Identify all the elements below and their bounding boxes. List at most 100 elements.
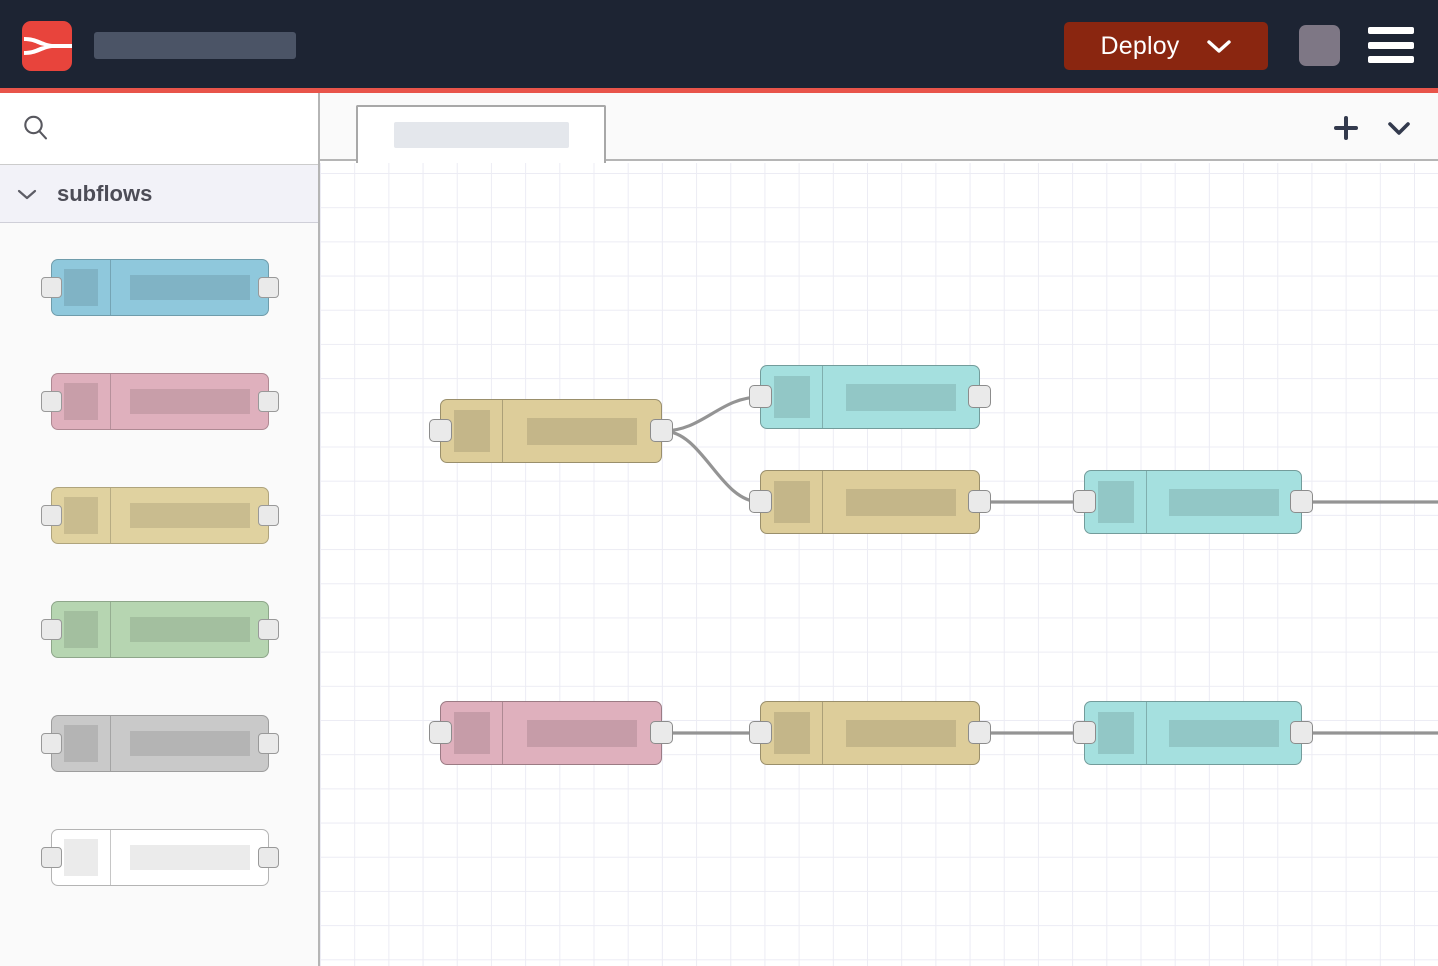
flow-node-output-port[interactable] [1290,490,1313,513]
flow-node-label-cell [823,366,979,428]
flow-node-output-port[interactable] [1290,721,1313,744]
flow-node-icon-placeholder [1097,481,1134,523]
flow-node-pink-1[interactable] [429,701,673,765]
flow-node-input-port[interactable] [749,721,772,744]
flow-node-label-placeholder [527,417,637,445]
palette-node-icon-cell [52,830,111,885]
flow-node-input-port[interactable] [1073,721,1096,744]
wire-n1-n2[interactable] [661,395,762,433]
flow-tab-bar [320,93,1438,163]
palette-node-label-cell [111,716,268,771]
palette-node-label-cell [111,374,268,429]
palette-node-input-port[interactable] [41,618,62,640]
flow-node-cyan-2[interactable] [1073,470,1313,534]
flow-node-input-port[interactable] [429,419,452,442]
palette-node-input-port[interactable] [41,732,62,754]
flow-node-cyan-1[interactable] [749,365,991,429]
palette-node-output-port[interactable] [258,618,279,640]
palette-node-label-cell [111,602,268,657]
palette-node-output-port[interactable] [258,504,279,526]
deploy-button-label: Deploy [1100,31,1180,60]
flow-node-output-port[interactable] [968,490,991,513]
palette-node-label-placeholder [129,731,250,756]
palette-node-output-port[interactable] [258,846,279,868]
palette-node-label-placeholder [129,617,250,642]
palette-node-input-port[interactable] [41,504,62,526]
flow-node-label-placeholder [1169,488,1279,516]
palette-node-item [0,237,318,351]
flow-node-output-port[interactable] [968,385,991,408]
palette-node-icon-placeholder [64,725,98,762]
palette-sidebar: subflows [0,93,320,966]
palette-node-6[interactable] [41,829,279,886]
palette-node-icon-placeholder [64,497,98,534]
flow-node-input-port[interactable] [1073,490,1096,513]
chevron-down-icon[interactable] [1382,111,1416,145]
flow-node-icon-cell [761,471,823,533]
flow-canvas[interactable] [320,163,1438,966]
flow-node-icon-placeholder [1097,712,1134,754]
wire-n1-n3[interactable] [661,429,762,504]
flow-node-label-placeholder [1169,719,1279,747]
palette-node-output-port[interactable] [258,390,279,412]
palette-node-label-placeholder [129,845,250,870]
chevron-down-icon [16,187,38,201]
flow-node-icon-placeholder [453,410,490,452]
palette-node-icon-cell [52,488,111,543]
palette-node-icon-cell [52,716,111,771]
flow-node-icon-cell [1085,702,1147,764]
palette-search-bar[interactable] [0,93,318,165]
flow-tab-active[interactable] [356,105,606,163]
palette-node-item [0,693,318,807]
palette-node-list [0,223,318,921]
palette-node-item [0,465,318,579]
palette-node-item [0,351,318,465]
flow-node-label-placeholder [527,719,637,747]
flow-node-label-cell [503,702,661,764]
palette-node-1[interactable] [41,259,279,316]
flow-node-tan-2[interactable] [749,470,991,534]
deploy-button[interactable]: Deploy [1064,22,1268,70]
palette-node-4[interactable] [41,601,279,658]
flow-node-tan-1[interactable] [429,399,673,463]
flow-node-output-port[interactable] [968,721,991,744]
palette-node-label-placeholder [129,503,250,528]
palette-node-icon-placeholder [64,383,98,420]
palette-node-input-port[interactable] [41,390,62,412]
flow-node-output-port[interactable] [650,419,673,442]
palette-node-output-port[interactable] [258,732,279,754]
palette-node-label-cell [111,260,268,315]
flow-node-input-port[interactable] [749,490,772,513]
palette-node-output-port[interactable] [258,276,279,298]
node-red-logo-icon[interactable] [22,21,72,71]
flow-tab-label-redacted [393,122,569,148]
flow-node-input-port[interactable] [429,721,452,744]
hamburger-menu-icon[interactable] [1368,27,1414,63]
wire-layer [661,395,1438,735]
flow-node-label-cell [823,702,979,764]
flow-node-icon-cell [761,366,823,428]
palette-node-icon-cell [52,374,111,429]
chevron-down-icon [1206,38,1232,54]
user-avatar[interactable] [1299,25,1340,66]
flow-node-tan-3[interactable] [749,701,991,765]
palette-group-label: subflows [57,180,153,206]
palette-node-input-port[interactable] [41,276,62,298]
flow-node-cyan-3[interactable] [1073,701,1313,765]
header-accent-stripe [0,88,1438,93]
app-title-redacted [94,32,296,59]
flow-node-label-cell [1147,471,1301,533]
palette-node-input-port[interactable] [41,846,62,868]
flow-node-icon-cell [441,400,503,462]
plus-icon[interactable] [1329,111,1363,145]
flow-node-input-port[interactable] [749,385,772,408]
palette-node-label-placeholder [129,275,250,300]
palette-group-subflows[interactable]: subflows [0,165,318,223]
flow-node-icon-cell [441,702,503,764]
palette-node-icon-placeholder [64,611,98,648]
flow-node-icon-placeholder [773,481,810,523]
flow-node-output-port[interactable] [650,721,673,744]
palette-node-2[interactable] [41,373,279,430]
palette-node-3[interactable] [41,487,279,544]
palette-node-5[interactable] [41,715,279,772]
